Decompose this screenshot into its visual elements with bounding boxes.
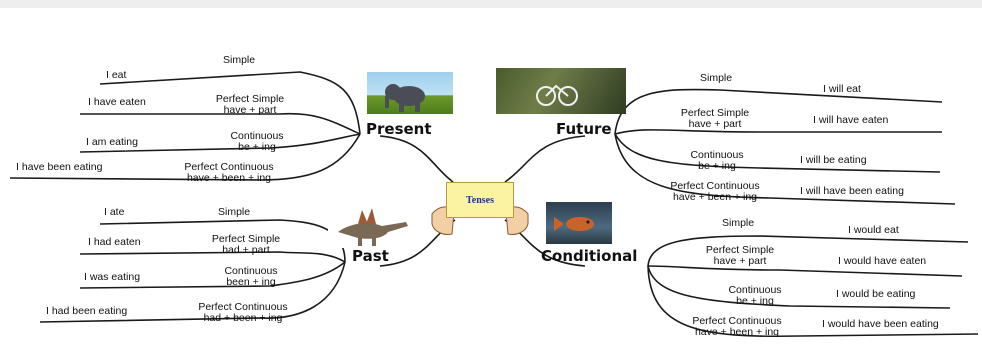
conditional-simple-example: I would eat bbox=[848, 224, 899, 236]
branch-title-future: Future bbox=[556, 120, 612, 138]
branch-title-conditional: Conditional bbox=[541, 247, 638, 265]
present-simple-form: Simple bbox=[223, 54, 256, 66]
present-perfect-form: Perfect Simple have + part bbox=[200, 94, 300, 116]
past-perfect-example: I had eaten bbox=[88, 236, 141, 248]
dinosaur-icon bbox=[328, 206, 418, 248]
elephant-icon bbox=[367, 72, 453, 114]
future-simple-example: I will eat bbox=[823, 83, 861, 95]
past-continuous-example: I was eating bbox=[84, 271, 141, 283]
formula-label: have + part bbox=[223, 104, 277, 116]
formula-label: have + been + ing bbox=[694, 326, 780, 338]
formula-label: have + part bbox=[713, 255, 767, 267]
formula-label: have + been + ing bbox=[186, 172, 272, 184]
present-simple-example: I eat bbox=[106, 69, 127, 81]
formula-label: be + ing bbox=[238, 141, 276, 153]
top-band bbox=[0, 0, 982, 8]
form-label: Perfect Continuous bbox=[670, 180, 760, 192]
past-perfect-form: Perfect Simple had + part bbox=[196, 234, 296, 256]
formula-label: had + part bbox=[222, 244, 270, 256]
form-label: Perfect Simple bbox=[215, 93, 285, 105]
past-continuous-form: Continuous been + ing bbox=[206, 266, 296, 288]
form-label: Continuous bbox=[230, 130, 284, 142]
form-label: Perfect Simple bbox=[211, 233, 281, 245]
formula-label: had + been + ing bbox=[203, 312, 283, 324]
conditional-continuous-example: I would be eating bbox=[836, 288, 916, 300]
form-label: Continuous bbox=[690, 149, 744, 161]
past-perfect-continuous-example: I had been eating bbox=[46, 305, 128, 317]
form-label: Continuous bbox=[224, 265, 278, 277]
future-perfect-continuous-form: Perfect Continuous have + been + ing bbox=[650, 181, 780, 203]
formula-label: been + ing bbox=[226, 276, 276, 288]
formula-label: have + been + ing bbox=[672, 191, 758, 203]
present-perfect-continuous-form: Perfect Continuous have + been + ing bbox=[162, 162, 296, 184]
branch-title-present: Present bbox=[366, 120, 432, 138]
formula-label: be + ing bbox=[736, 295, 774, 307]
future-perfect-form: Perfect Simple have + part bbox=[665, 108, 765, 130]
branch-title-past: Past bbox=[352, 247, 389, 265]
present-continuous-example: I am eating bbox=[86, 136, 138, 148]
past-perfect-continuous-form: Perfect Continuous had + been + ing bbox=[176, 302, 310, 324]
present-continuous-form: Continuous be + ing bbox=[212, 131, 302, 153]
conditional-continuous-form: Continuous be + ing bbox=[710, 285, 800, 307]
form-label: Perfect Simple bbox=[680, 107, 750, 119]
center-node: Tenses bbox=[446, 182, 514, 218]
future-perfect-example: I will have eaten bbox=[813, 114, 889, 126]
form-label: Perfect Continuous bbox=[184, 161, 274, 173]
conditional-perfect-form: Perfect Simple have + part bbox=[690, 245, 790, 267]
conditional-simple-form: Simple bbox=[722, 217, 755, 229]
form-label: Perfect Continuous bbox=[692, 315, 782, 327]
fish-icon bbox=[546, 202, 612, 244]
form-label: Continuous bbox=[728, 284, 782, 296]
conditional-perfect-example: I would have eaten bbox=[838, 255, 927, 267]
future-continuous-example: I will be eating bbox=[800, 154, 867, 166]
past-simple-example: I ate bbox=[104, 206, 125, 218]
future-simple-form: Simple bbox=[700, 72, 733, 84]
formula-label: be + ing bbox=[698, 160, 736, 172]
future-continuous-form: Continuous be + ing bbox=[672, 150, 762, 172]
present-perfect-example: I have eaten bbox=[88, 96, 146, 108]
future-perfect-continuous-example: I will have been eating bbox=[800, 185, 904, 197]
form-label: Perfect Continuous bbox=[198, 301, 288, 313]
present-perfect-continuous-example: I have been eating bbox=[16, 161, 103, 173]
form-label: Perfect Simple bbox=[705, 244, 775, 256]
conditional-perfect-continuous-form: Perfect Continuous have + been + ing bbox=[672, 316, 802, 338]
conditional-perfect-continuous-example: I would have been eating bbox=[822, 318, 939, 330]
cyclist-icon bbox=[496, 68, 626, 114]
formula-label: have + part bbox=[688, 118, 742, 130]
past-simple-form: Simple bbox=[218, 206, 251, 218]
